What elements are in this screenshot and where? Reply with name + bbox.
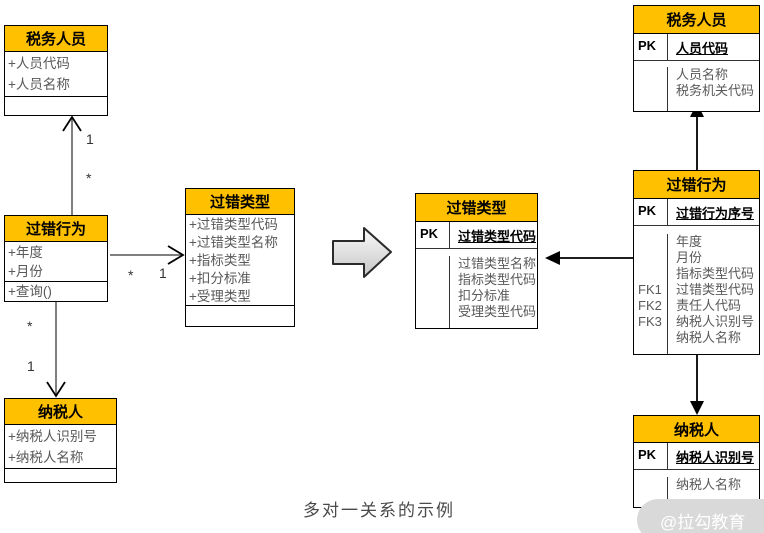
er-table-title: 过错行为 xyxy=(634,171,759,199)
uml-attributes: +年度 +月份 xyxy=(5,242,107,282)
diagram-caption: 多对一关系的示例 xyxy=(303,501,455,520)
er-table-tax-officer: 税务人员 PK 人员代码 人员名称 税务机关代码 xyxy=(633,5,760,112)
er-table-taxpayer: 纳税人 PK 纳税人识别号 纳税人名称 xyxy=(633,415,760,508)
uml-attributes: +人员代码 +人员名称 xyxy=(5,52,107,97)
er-field-column: 年度 月份 指标类型代码 过错类型代码 责任人代码 纳税人识别号 纳税人名称 xyxy=(676,234,755,345)
uml-class-fault-behavior: 过错行为 +年度 +月份 +查询() xyxy=(4,215,108,302)
er-field-column: 人员名称 税务机关代码 xyxy=(676,67,755,98)
uml-attributes: +过错类型代码 +过错类型名称 +指标类型 +扣分标准 +受理类型 xyxy=(186,215,294,306)
er-body: 纳税人名称 xyxy=(634,470,759,507)
er-body: FK1 FK2 FK3 年度 月份 指标类型代码 过错类型代码 责任人代码 纳税… xyxy=(634,226,759,354)
er-body: 过错类型名称 指标类型代码 扣分标准 受理类型代码 xyxy=(416,249,537,328)
pk-field: 纳税人识别号 xyxy=(676,450,755,465)
uml-class-fault-type: 过错类型 +过错类型代码 +过错类型名称 +指标类型 +扣分标准 +受理类型 xyxy=(185,188,295,327)
pk-label: PK xyxy=(634,199,668,225)
er-field-column: 过错类型名称 指标类型代码 扣分标准 受理类型代码 xyxy=(458,256,537,319)
er-key-column xyxy=(416,256,450,328)
watermark-badge: @拉勾教育 xyxy=(637,499,764,533)
multiplicity-taxpayer-lower: 1 xyxy=(27,358,35,374)
er-table-title: 过错类型 xyxy=(416,194,537,222)
uml-class-taxpayer: 纳税人 +纳税人识别号 +纳税人名称 xyxy=(4,398,117,483)
uml-class-title: 税务人员 xyxy=(5,26,107,52)
uml-class-title: 过错类型 xyxy=(186,189,294,215)
open-arrowhead-down-icon xyxy=(46,381,66,398)
er-table-title: 纳税人 xyxy=(634,416,759,443)
uml-operations: +查询() xyxy=(8,284,52,299)
er-table-fault-type: 过错类型 PK 过错类型代码 过错类型名称 指标类型代码 扣分标准 受理类型代码 xyxy=(415,193,538,329)
big-transform-arrow-icon xyxy=(332,227,392,278)
pk-field: 过错类型代码 xyxy=(458,229,537,244)
uml-attributes: +纳税人识别号 +纳税人名称 xyxy=(5,425,116,469)
er-table-title: 税务人员 xyxy=(634,6,759,34)
uml-operations xyxy=(5,97,107,115)
er-table-fault-behavior: 过错行为 PK 过错行为序号 FK1 FK2 FK3 年度 月份 指标类型代码 … xyxy=(633,170,760,355)
er-pk-row: PK 纳税人识别号 xyxy=(634,443,759,470)
multiplicity-tax-lower: * xyxy=(86,170,92,186)
er-body: 人员名称 税务机关代码 xyxy=(634,61,759,111)
pk-label: PK xyxy=(634,443,668,469)
multiplicity-taxpayer-upper: * xyxy=(27,318,33,334)
multiplicity-type-left: * xyxy=(128,267,134,283)
uml-operations xyxy=(186,306,294,326)
multiplicity-tax-upper: 1 xyxy=(86,131,94,147)
er-pk-row: PK 过错类型代码 xyxy=(416,222,537,249)
er-pk-row: PK 过错行为序号 xyxy=(634,199,759,226)
uml-operations xyxy=(5,469,116,482)
er-key-column: FK1 FK2 FK3 xyxy=(634,234,668,354)
filled-arrowhead-down-icon xyxy=(690,401,704,415)
uml-class-tax-officer: 税务人员 +人员代码 +人员名称 xyxy=(4,25,108,116)
filled-arrowhead-left-icon xyxy=(545,251,560,265)
uml-class-title: 过错行为 xyxy=(5,216,107,242)
er-key-column xyxy=(634,67,668,111)
pk-label: PK xyxy=(416,222,450,248)
er-key-column xyxy=(634,477,668,507)
pk-field: 人员代码 xyxy=(676,41,729,56)
multiplicity-type-right: 1 xyxy=(159,265,167,281)
uml-class-title: 纳税人 xyxy=(5,399,116,425)
pk-label: PK xyxy=(634,34,668,60)
open-arrowhead-up-icon xyxy=(62,115,82,132)
pk-field: 过错行为序号 xyxy=(676,206,755,221)
open-arrowhead-right-icon xyxy=(167,245,185,265)
er-pk-row: PK 人员代码 xyxy=(634,34,759,61)
er-field-column: 纳税人名称 xyxy=(676,477,742,492)
